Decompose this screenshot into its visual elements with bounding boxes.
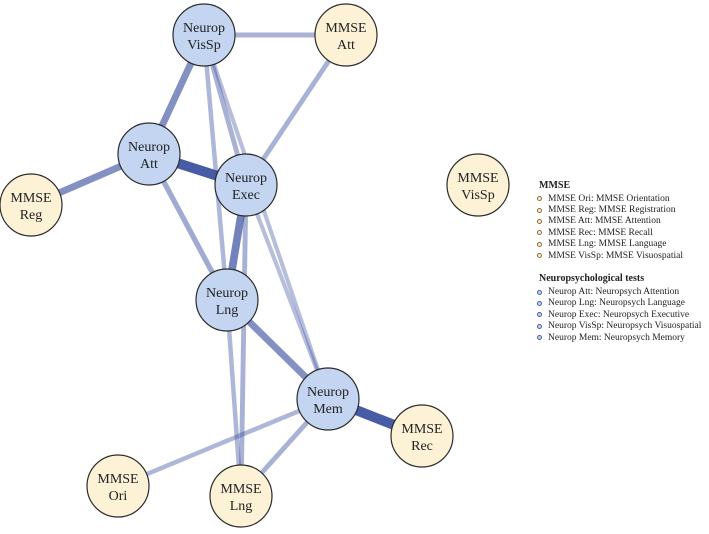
legend-dot-icon [537, 253, 542, 259]
node-label-line: Neurop [128, 140, 170, 155]
node-circle [209, 464, 273, 528]
legend-item-label: Neurop VisSp: Neuropsych Visuospatial [548, 321, 702, 332]
legend-item-label: Neurop Lng: Neuropsych Language [548, 298, 685, 309]
node-label-line: Reg [20, 208, 43, 223]
legend-item: MMSE Reg: MMSE Registration [537, 204, 707, 215]
node-label-line: Neurop [307, 385, 349, 400]
legend-item: Neurop Exec: Neuropsych Executive [537, 309, 707, 320]
node-label-line: MMSE [10, 191, 51, 206]
edge-neuro_mem-mmse_ori [117, 396, 329, 489]
node-circle [214, 153, 278, 217]
edge-neuro_lng-mmse_lng [224, 299, 244, 497]
node-label-line: Mem [313, 402, 343, 417]
node-label-line: VisSp [461, 188, 494, 203]
legend-item: Neurop Mem: Neuropsych Memory [537, 332, 707, 343]
node-label-line: Neurop [183, 21, 225, 36]
node-label-line: MMSE [401, 422, 442, 437]
node-label-line: MMSE [97, 472, 138, 487]
legend-item-label: MMSE VisSp: MMSE Visuospatial [548, 250, 683, 261]
legend-item-label: MMSE Reg: MMSE Registration [548, 205, 676, 216]
node-label-line: MMSE [220, 482, 261, 497]
node-circle [390, 404, 454, 468]
legend-dot-icon [537, 289, 542, 295]
legend-dot-icon [537, 218, 542, 224]
legend-dot-icon [537, 323, 542, 329]
legend-heading: Neuropsychological tests [539, 273, 645, 285]
legend-item: Neurop VisSp: Neuropsych Visuospatial [537, 321, 707, 332]
legend-dot-icon [537, 241, 542, 247]
legend-heading: MMSE [539, 180, 571, 191]
legend-item-label: Neurop Exec: Neuropsych Executive [548, 309, 690, 320]
edges-layer [29, 32, 424, 498]
edge-neuro_exec-neuro_mem [244, 184, 330, 400]
node-label-line: Rec [411, 439, 433, 454]
node-circle [195, 268, 259, 332]
node-mmse_att: MMSE Att [314, 3, 378, 67]
node-label-line: Att [337, 38, 355, 53]
node-label-line: Exec [232, 188, 260, 203]
legend-dot-icon [537, 196, 542, 202]
node-circle [314, 3, 378, 67]
node-circle [0, 173, 63, 237]
legend-item-label: MMSE Lng: MMSE Language [548, 239, 667, 250]
legend-item: Neurop Att: Neuropsych Attention [537, 286, 707, 297]
node-mmse_vissp: MMSE VisSp [446, 153, 510, 217]
node-mmse_reg: MMSE Reg [0, 173, 63, 237]
node-circle [117, 122, 181, 186]
node-label-line: VisSp [187, 38, 220, 53]
node-mmse_lng: MMSE Lng [209, 464, 273, 528]
node-circle [296, 367, 360, 431]
legend-item: MMSE Ori: MMSE Orientation [537, 193, 707, 204]
node-label-line: Att [140, 157, 158, 172]
legend-item: Neurop Lng: Neuropsych Language [537, 298, 707, 309]
node-label-line: Neurop [225, 171, 267, 186]
node-label-line: Ori [109, 489, 128, 504]
legend-item-label: MMSE Ori: MMSE Orientation [548, 193, 670, 204]
legend-item-label: MMSE Rec: MMSE Recall [548, 227, 653, 238]
legend-item: MMSE VisSp: MMSE Visuospatial [537, 250, 707, 261]
legend-item: MMSE Att: MMSE Attention [537, 216, 707, 227]
node-label-line: MMSE [325, 21, 366, 36]
node-label-line: Lng [216, 303, 239, 318]
node-label-line: MMSE [457, 171, 498, 186]
node-circle [446, 153, 510, 217]
node-label-line: Lng [230, 499, 253, 514]
legend-item: MMSE Lng: MMSE Language [537, 239, 707, 250]
node-circle [172, 3, 236, 67]
node-mmse_ori: MMSE Ori [86, 454, 150, 518]
edge-neuro_vissp-neuro_lng [201, 34, 230, 301]
legend-dot-icon [537, 335, 542, 341]
legend-item-label: Neurop Mem: Neuropsych Memory [548, 332, 685, 343]
legend-item-label: MMSE Att: MMSE Attention [548, 216, 661, 227]
legend-dot-icon [537, 207, 542, 213]
legend-item-label: Neurop Att: Neuropsych Attention [548, 287, 680, 298]
edge-neuro_exec-mmse_lng [238, 184, 249, 497]
node-circle [86, 454, 150, 518]
node-label-line: Neurop [206, 286, 248, 301]
legend-dot-icon [537, 300, 542, 306]
nodes-layer: NeuropVisSpMMSEAttNeuropAttNeuropExecMMS… [0, 3, 510, 528]
legend-dot-icon [537, 230, 542, 236]
node-mmse_rec: MMSE Rec [390, 404, 454, 468]
edge-neuro_vissp-neuro_mem [202, 34, 330, 400]
legend-dot-icon [537, 312, 542, 318]
legend-item: MMSE Rec: MMSE Recall [537, 227, 707, 238]
